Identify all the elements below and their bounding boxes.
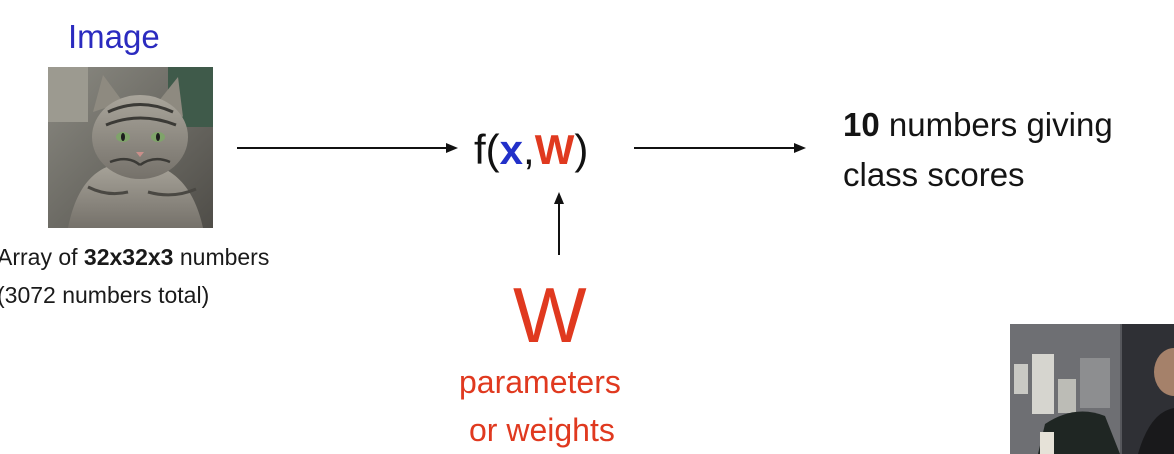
output-line1-rest: numbers giving <box>879 106 1113 143</box>
function-label: f(x,W) <box>474 126 588 174</box>
function-close: ) <box>574 126 589 173</box>
function-w: W <box>534 126 575 173</box>
weights-label-line2: or weights <box>469 412 615 448</box>
caption-suffix: numbers <box>173 244 270 270</box>
output-count: 10 <box>843 106 880 143</box>
input-caption-line2: (3072 numbers total) <box>0 282 210 308</box>
function-x: x <box>499 126 524 173</box>
arrow-right-icon <box>634 143 806 153</box>
caption-dims: 32x32x3 <box>83 244 174 270</box>
arrow-up-icon <box>554 192 564 255</box>
image-title: Image <box>68 18 160 55</box>
caption-prefix: Array of <box>0 244 84 270</box>
function-comma: , <box>523 126 535 173</box>
output-line1: 10 numbers giving <box>843 106 1113 144</box>
input-caption-line1: Array of 32x32x3 numbers <box>0 244 269 271</box>
weights-label-line1: parameters <box>459 364 621 400</box>
webcam-illustration <box>1010 324 1174 454</box>
weights-symbol: W <box>513 271 587 359</box>
cat-illustration <box>48 67 213 228</box>
output-line2: class scores <box>843 156 1025 193</box>
function-open: f( <box>474 126 500 173</box>
webcam-feed <box>1010 324 1174 454</box>
cat-photo <box>48 67 213 228</box>
arrow-right-icon <box>237 143 458 153</box>
